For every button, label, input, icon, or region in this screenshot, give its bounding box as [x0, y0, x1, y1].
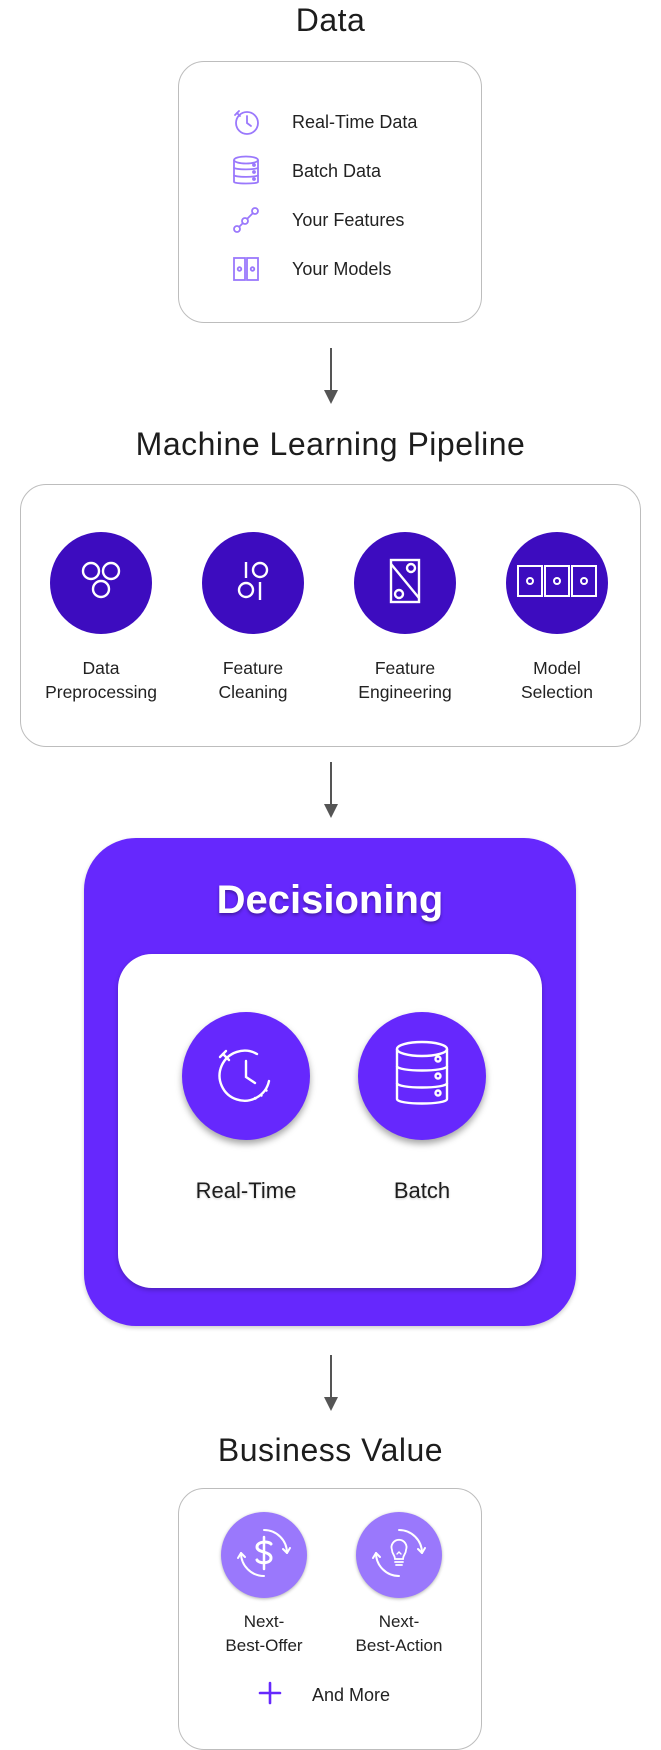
pipeline-step-circle [50, 532, 152, 634]
data-item-batch: Batch Data [230, 155, 382, 186]
and-more-row: And More [258, 1680, 390, 1710]
business-item-label: Next-Best-Offer [225, 1612, 303, 1655]
data-item-models: Your Models [230, 254, 391, 284]
database-icon [230, 155, 262, 186]
decisioning-inner-card: Real-Time Batch [118, 954, 542, 1288]
decisioning-item-circle [358, 1012, 486, 1140]
business-heading: Business Value [217, 1432, 444, 1468]
database-icon [391, 1039, 453, 1114]
data-item-label: Real-Time Data [292, 111, 418, 132]
business-item-next-best-offer: Next-Best-Offer [194, 1512, 334, 1658]
data-item-label: Your Models [292, 258, 392, 279]
flow-arrow [324, 1355, 338, 1411]
framed-diagonal-icon [378, 554, 432, 613]
business-item-circle [221, 1512, 307, 1598]
flow-arrow [324, 348, 338, 404]
decisioning-item-circle [182, 1012, 310, 1140]
data-heading: Data [295, 2, 366, 38]
flow-arrow [324, 762, 338, 818]
pipeline-step-circle [202, 532, 304, 634]
three-circles-icon [74, 554, 128, 613]
decisioning-item-batch: Batch [347, 1012, 497, 1204]
data-item-label: Batch Data [292, 160, 382, 181]
pipeline-step-circle [506, 532, 608, 634]
data-card [178, 61, 482, 323]
decisioning-item-real-time: Real-Time [171, 1012, 321, 1204]
and-more-label: And More [312, 1684, 391, 1705]
decisioning-item-label: Batch [393, 1178, 451, 1203]
data-item-features: Your Features [230, 205, 404, 235]
data-item-label: Your Features [292, 209, 405, 230]
stopwatch-icon [230, 107, 262, 137]
sliders-icon [226, 554, 280, 613]
decisioning-item-label: Real-Time [195, 1178, 297, 1203]
pipeline-heading: Machine Learning Pipeline [135, 426, 526, 462]
dollar-cycle-icon [233, 1522, 295, 1589]
plus-icon [258, 1681, 282, 1710]
model-panels-icon [230, 254, 262, 284]
stopwatch-icon [211, 1039, 281, 1114]
decisioning-panel: Decisioning Real-Time [84, 838, 576, 1326]
business-item-circle [356, 1512, 442, 1598]
pipeline-step-circle [354, 532, 456, 634]
business-item-next-best-action: Next-Best-Action [329, 1512, 469, 1658]
decisioning-title: Decisioning [216, 878, 444, 922]
data-item-real-time: Real-Time Data [230, 107, 417, 137]
three-panels-icon [515, 561, 599, 606]
business-item-label: Next-Best-Action [355, 1612, 443, 1655]
connected-nodes-icon [230, 205, 262, 235]
lightbulb-cycle-icon [368, 1522, 430, 1589]
